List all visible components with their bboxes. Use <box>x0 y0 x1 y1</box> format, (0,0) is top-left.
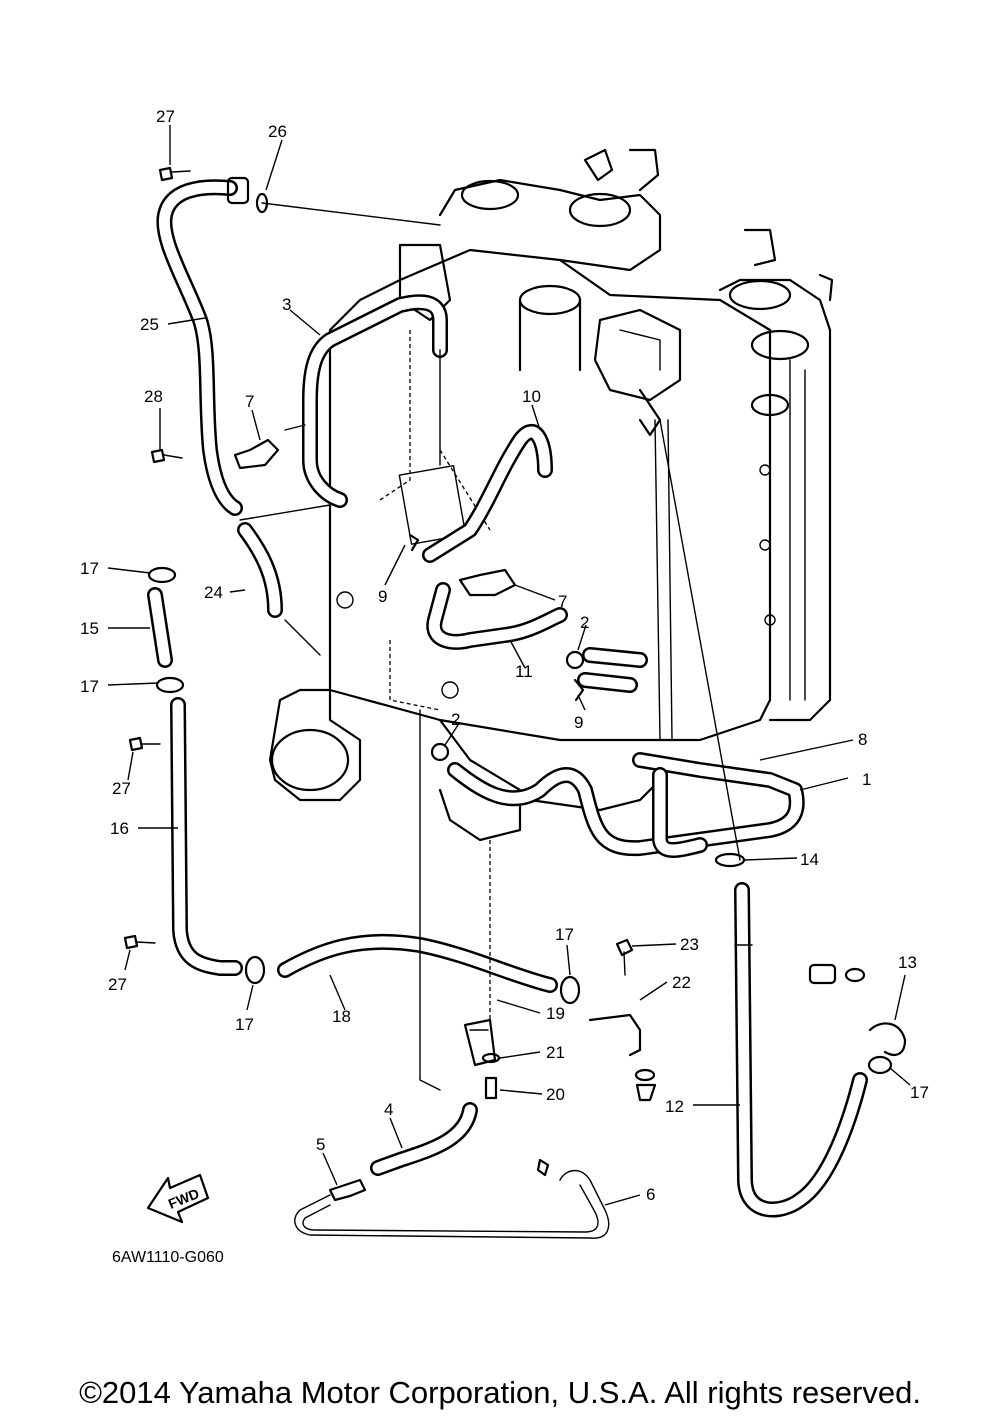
callout-17: 17 <box>80 677 99 696</box>
callout-17: 17 <box>80 559 99 578</box>
hoses <box>147 179 868 1239</box>
callout-18: 18 <box>332 1007 351 1026</box>
callout-27: 27 <box>156 107 175 126</box>
callout-26: 26 <box>268 122 287 141</box>
drawing-code: 6AW1110-G060 <box>112 1249 224 1266</box>
callout-6: 6 <box>646 1185 655 1204</box>
callout-17: 17 <box>555 925 574 944</box>
small-parts <box>123 166 907 1202</box>
engine-block <box>268 148 834 842</box>
callout-15: 15 <box>80 619 99 638</box>
callout-12: 12 <box>665 1097 684 1116</box>
callout-9: 9 <box>574 713 583 732</box>
callout-2: 2 <box>451 710 460 729</box>
callout-23: 23 <box>680 935 699 954</box>
callout-11: 11 <box>515 662 533 681</box>
callout-4: 4 <box>384 1100 393 1119</box>
callout-17: 17 <box>910 1083 929 1102</box>
callout-3: 3 <box>282 295 291 314</box>
callout-19: 19 <box>546 1004 565 1023</box>
assembly-lines <box>239 202 741 1091</box>
callout-24: 24 <box>204 583 223 602</box>
fwd-arrow: FWD <box>146 1173 210 1224</box>
callout-5: 5 <box>316 1135 325 1154</box>
callout-8: 8 <box>858 730 867 749</box>
callout-13: 13 <box>898 953 917 972</box>
callout-17: 17 <box>235 1015 254 1034</box>
callout-1: 1 <box>862 770 871 789</box>
callout-27: 27 <box>108 975 127 994</box>
callout-numbers: 1 2 2 3 4 5 6 7 7 8 9 9 10 11 12 13 14 1… <box>80 107 929 1204</box>
callout-27: 27 <box>112 779 131 798</box>
callout-2: 2 <box>580 613 589 632</box>
callout-7: 7 <box>558 592 567 611</box>
callout-16: 16 <box>110 819 129 838</box>
callout-28: 28 <box>144 387 163 406</box>
callout-leaders <box>107 125 911 1206</box>
callout-20: 20 <box>546 1085 565 1104</box>
callout-22: 22 <box>672 973 691 992</box>
callout-10: 10 <box>522 387 541 406</box>
callout-14: 14 <box>800 850 819 869</box>
callout-21: 21 <box>546 1043 565 1062</box>
fwd-label: FWD <box>166 1185 202 1212</box>
callout-7: 7 <box>245 392 254 411</box>
callout-9: 9 <box>378 587 387 606</box>
callout-25: 25 <box>140 315 159 334</box>
copyright-notice: ©2014 Yamaha Motor Corporation, U.S.A. A… <box>79 1375 921 1410</box>
